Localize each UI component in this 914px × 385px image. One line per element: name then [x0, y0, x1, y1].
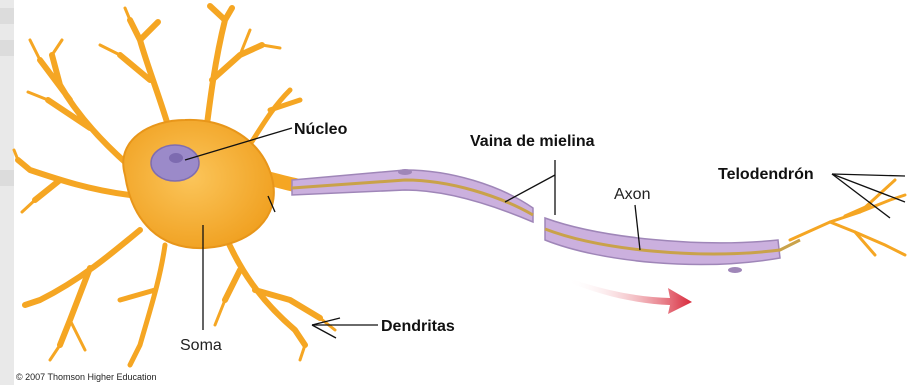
label-dendrites: Dendritas — [381, 318, 455, 335]
nucleolus — [169, 153, 183, 163]
direction-arrow — [568, 278, 692, 314]
label-nucleus: Núcleo — [294, 121, 348, 138]
nucleus — [151, 145, 199, 181]
label-soma: Soma — [180, 337, 222, 354]
label-axon: Axon — [614, 186, 650, 203]
label-telodendron: Telodendrón — [718, 166, 814, 183]
copyright-notice: © 2007 Thomson Higher Education — [16, 372, 157, 382]
telodendron-branches — [790, 180, 905, 255]
label-myelin: Vaina de mielina — [470, 133, 595, 150]
